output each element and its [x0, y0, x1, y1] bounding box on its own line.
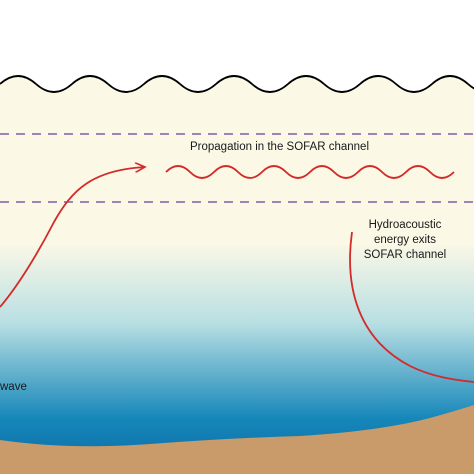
sofar-propagation-ray — [165, 165, 455, 179]
energy-exits-label-line-3: SOFAR channel — [363, 249, 447, 261]
energy-exits-label-line-1: Hydroacoustic — [368, 219, 442, 231]
rising-acoustic-ray — [0, 167, 145, 308]
energy-exits-label-line-2: energy exits — [373, 234, 436, 246]
wave-label: wave — [0, 381, 27, 393]
seafloor — [0, 405, 474, 474]
energy-exits-label: Hydroacoustic energy exits SOFAR channel — [355, 218, 455, 263]
sea-surface-wave — [0, 75, 474, 93]
ocean-water — [0, 76, 474, 474]
exiting-acoustic-ray — [349, 231, 474, 383]
sofar-propagation-label: Propagation in the SOFAR channel — [190, 141, 370, 153]
sky — [0, 0, 474, 90]
